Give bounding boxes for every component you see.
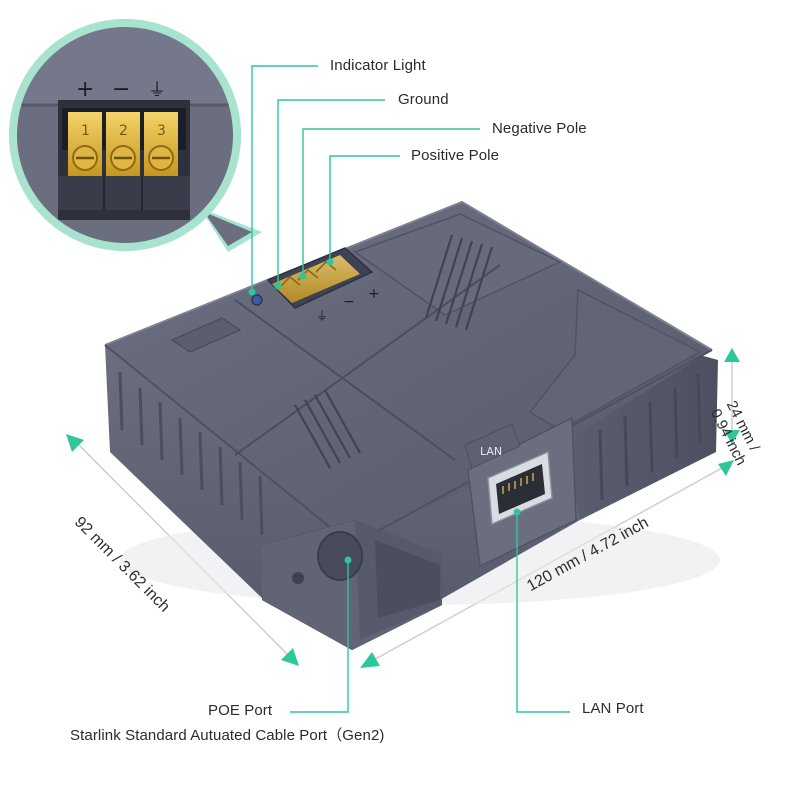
device-minus-symbol: − xyxy=(343,294,355,310)
indicator-light-led xyxy=(251,294,263,306)
leader-negative-pole xyxy=(302,128,480,276)
leader-positive-pole xyxy=(329,155,400,262)
height-arrow-bottom xyxy=(724,430,740,444)
ground-label: Ground xyxy=(398,91,449,108)
cable-port-label: Starlink Standard Autuated Cable Port（Ge… xyxy=(70,727,385,744)
zoom-minus-symbol: − xyxy=(112,77,130,102)
positive-pole-label: Positive Pole xyxy=(411,147,500,164)
zoom-digit-1: 1 xyxy=(81,123,90,139)
device-ground-symbol: ⏚ xyxy=(316,309,328,323)
indicator-light-label: Indicator Light xyxy=(330,57,426,74)
lan-port-socket xyxy=(487,450,553,526)
lan-port-callout-label: LAN Port xyxy=(582,700,644,717)
depth-arrow-bottom xyxy=(281,648,299,666)
callout-dots xyxy=(248,258,521,564)
callout-leaders xyxy=(251,65,570,713)
poe-port-socket xyxy=(317,531,363,581)
height-arrow-top xyxy=(724,348,740,362)
terminal-zoom-callout xyxy=(9,19,262,252)
zoom-ground-symbol: ⏚ xyxy=(148,80,166,101)
leader-ground xyxy=(277,99,385,286)
leader-indicator-light xyxy=(251,65,318,292)
leader-poe-port xyxy=(290,560,349,713)
zoom-digit-3: 3 xyxy=(157,123,166,139)
poe-injector-device: ⏚ − + xyxy=(104,200,720,650)
negative-pole-label: Negative Pole xyxy=(492,120,587,137)
device-plus-symbol: + xyxy=(368,286,380,302)
leader-lan-port xyxy=(516,512,570,713)
zoom-digit-2: 2 xyxy=(119,123,128,139)
width-arrow-right xyxy=(718,460,734,476)
width-arrow-left xyxy=(360,652,380,668)
depth-arrow-top xyxy=(66,434,84,452)
lan-port-label: LAN xyxy=(480,445,502,458)
terminal-block xyxy=(266,247,374,309)
mount-hole xyxy=(292,572,304,584)
poe-port-label: POE Port xyxy=(208,702,273,719)
dimension-arrows xyxy=(66,348,740,668)
zoom-plus-symbol: + xyxy=(76,77,94,102)
